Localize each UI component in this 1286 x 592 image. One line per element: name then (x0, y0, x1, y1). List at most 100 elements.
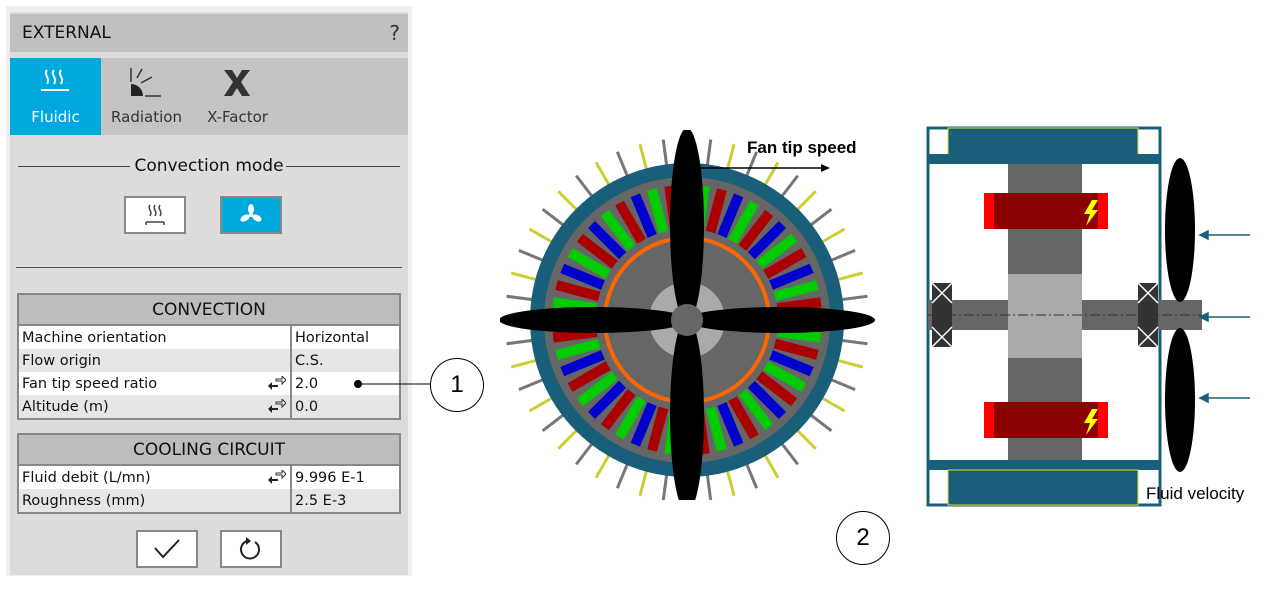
stator-coil (756, 371, 798, 407)
motor-side-view (926, 126, 1250, 507)
fluid-arrows (1198, 229, 1250, 404)
stator-coil (756, 233, 798, 269)
fan-blade (670, 130, 704, 322)
natural-convection-button[interactable] (124, 196, 186, 234)
fan-blade (1165, 328, 1195, 472)
stator-coil (555, 280, 601, 302)
fan-tip-speed-ratio-value[interactable]: 2.0 (290, 372, 400, 395)
stator-coil (738, 389, 774, 431)
tab-radiation[interactable]: Radiation (101, 58, 192, 135)
stator-coil (747, 380, 786, 419)
lightning-icon (1084, 200, 1098, 226)
row-label: Roughness (mm) (18, 489, 291, 513)
fan-hub (671, 304, 703, 336)
swap-arrows-icon[interactable] (268, 470, 286, 484)
tab-x-factor[interactable]: X-Factor (192, 58, 283, 135)
tab-label: X-Factor (207, 108, 268, 126)
natural-convection-icon (145, 204, 165, 225)
machine-orientation-value[interactable]: Horizontal (290, 325, 400, 349)
stator-coil (747, 221, 786, 260)
stator-coil (728, 200, 759, 244)
table-row: Roughness (mm)2.5 E-3 (18, 489, 400, 513)
callout-1-leader (354, 380, 430, 388)
stator-coil (763, 361, 807, 392)
altitude-value[interactable]: 0.0 (290, 395, 400, 419)
stator-coil (763, 248, 807, 279)
row-label: Flow origin (18, 349, 291, 372)
bearing-icon (1137, 282, 1159, 348)
row-label: Altitude (m) (22, 398, 109, 415)
stator-coil (738, 209, 774, 251)
tab-bar: Fluidic Radiation X-Factor (10, 58, 408, 135)
convection-mode-separator: Convection mode (18, 156, 400, 176)
flow-origin-value[interactable]: C.S. (290, 349, 400, 372)
stator-coil (588, 221, 627, 260)
table-row: Fan tip speed ratio 2.0 (18, 372, 400, 395)
swap-arrows-icon[interactable] (268, 399, 286, 413)
cooling-circuit-header: COOLING CIRCUIT (18, 434, 400, 466)
bearing-icon (931, 282, 953, 348)
row-label: Fluid debit (L/mn) (22, 469, 151, 486)
tab-label: Radiation (111, 108, 182, 126)
stator-coil (615, 200, 646, 244)
help-button[interactable]: ? (389, 21, 400, 45)
fan-blade (1165, 158, 1195, 302)
stator-coil (705, 188, 727, 234)
table-row: Fluid debit (L/mn) 9.996 E-1 (18, 465, 400, 489)
panel-header: EXTERNAL ? (10, 14, 408, 52)
callout-2: 2 (836, 511, 890, 565)
row-label: Fan tip speed ratio (22, 375, 158, 392)
stator-coil (769, 350, 814, 377)
roughness-value[interactable]: 2.5 E-3 (290, 489, 400, 513)
heat-waves-icon (41, 69, 69, 91)
stator-coil (560, 263, 605, 290)
forced-convection-fan-button[interactable] (220, 196, 282, 234)
convection-mode-label: Convection mode (134, 156, 284, 176)
convection-header: CONVECTION (18, 294, 400, 326)
stator-coil (576, 233, 618, 269)
row-label: Machine orientation (18, 325, 291, 349)
callout-1: 1 (430, 358, 484, 412)
cooling-circuit-table: COOLING CIRCUIT Fluid debit (L/mn) 9.996 … (17, 433, 401, 514)
stator-coil (615, 396, 646, 440)
tab-fluidic[interactable]: Fluidic (10, 58, 101, 135)
stator-coil (769, 263, 814, 290)
stator-coil (630, 193, 657, 238)
reset-button[interactable] (220, 530, 282, 568)
fan-icon (240, 204, 262, 222)
swap-arrows-icon[interactable] (268, 376, 286, 390)
x-factor-icon (224, 70, 250, 96)
stator-coil (773, 338, 819, 360)
stator-coil (560, 350, 605, 377)
motor-front-view (500, 130, 875, 500)
tab-label: Fluidic (31, 108, 80, 126)
stator-coil (717, 402, 744, 447)
fan-blade (500, 307, 689, 333)
fluid-velocity-label: Fluid velocity (1146, 484, 1245, 503)
fan-tip-speed-label: Fan tip speed (747, 138, 857, 157)
undo-icon (240, 537, 260, 560)
divider (16, 267, 402, 268)
stator-coil (600, 389, 636, 431)
stator-coil (567, 248, 611, 279)
panel-title: EXTERNAL (22, 23, 111, 43)
apply-button[interactable] (136, 530, 198, 568)
stator-coil (576, 371, 618, 407)
fluid-debit-value[interactable]: 9.996 E-1 (290, 465, 400, 489)
stator-coil (705, 406, 727, 452)
stator-coil (600, 209, 636, 251)
check-icon (154, 539, 180, 559)
radiation-icon (130, 68, 161, 97)
fan-blade (685, 307, 875, 333)
lightning-icon (1084, 409, 1098, 435)
stator-coil (555, 338, 601, 360)
stator-coil (773, 280, 819, 302)
stator-coil (647, 188, 669, 234)
stator-coil (630, 402, 657, 447)
stator-coil (647, 406, 669, 452)
table-row: Altitude (m) 0.0 (18, 395, 400, 419)
stator-coil (728, 396, 759, 440)
